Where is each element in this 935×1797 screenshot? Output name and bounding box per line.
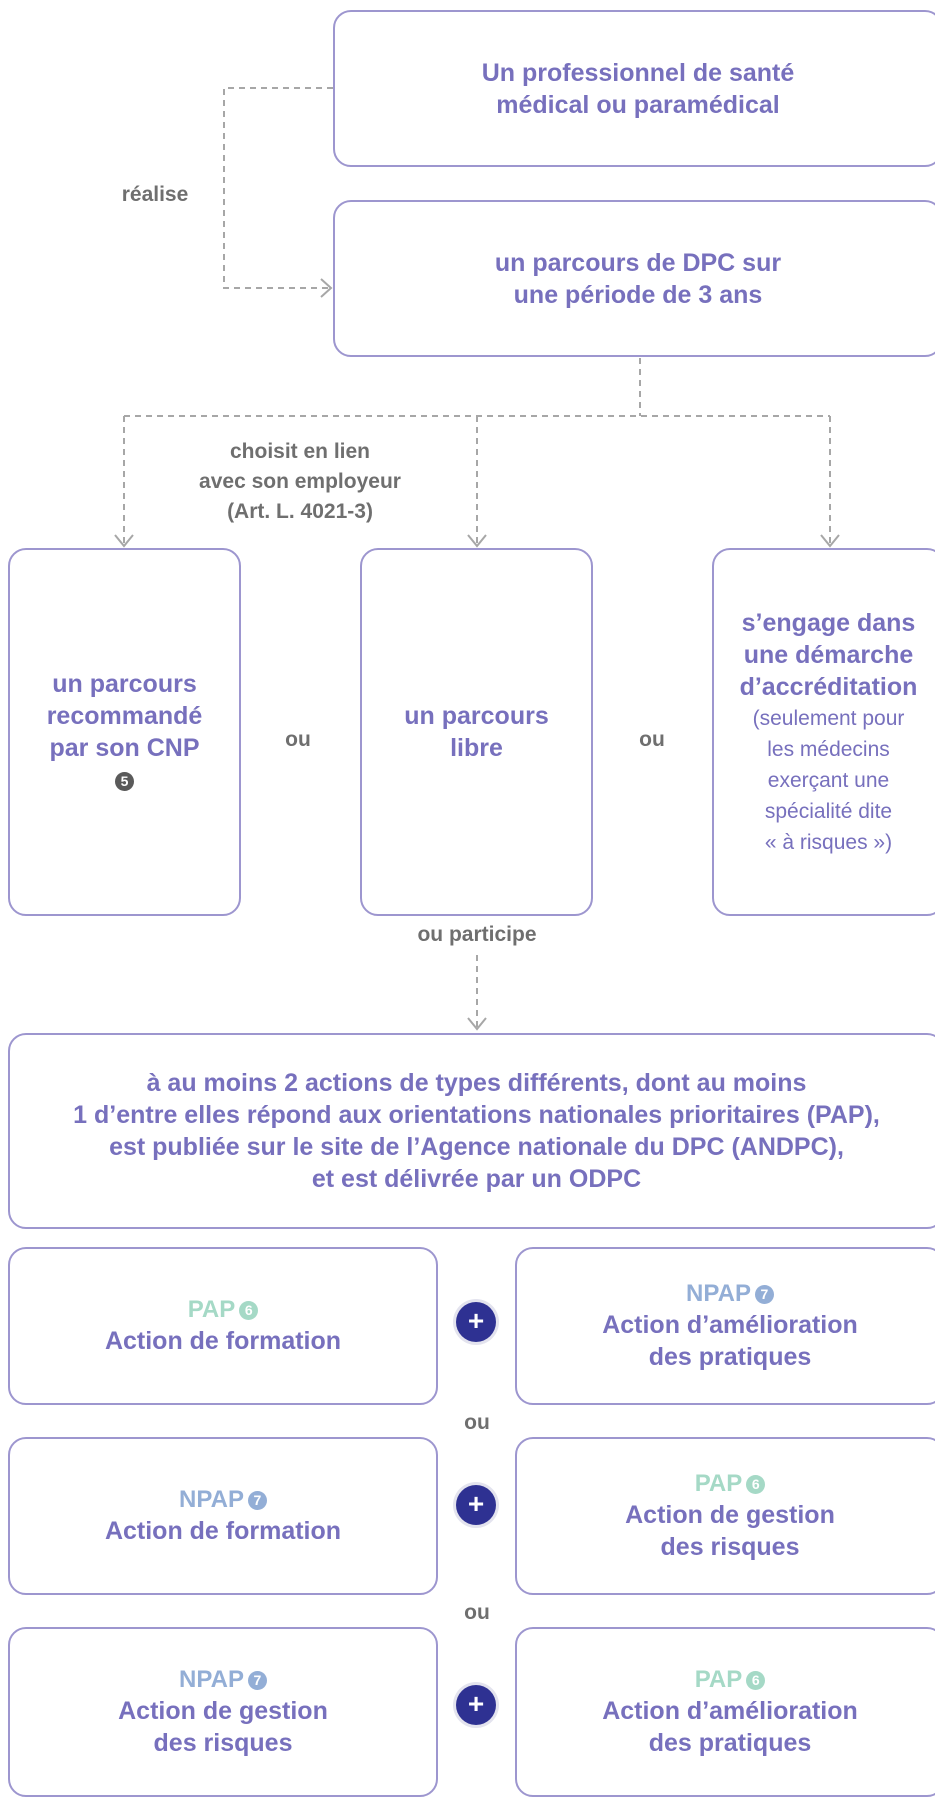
combo-2-left-line-1: Action de formation [104,1517,342,1545]
parcours-recommande-box: un parcours recommandé par son CNP 5 [8,548,241,916]
combo-3-left-line-1: Action de gestion [118,1697,328,1725]
plus-icon: + [456,1302,496,1342]
combo-2-right-line-1: Action de gestion [625,1501,835,1529]
footnote-5-badge: 5 [115,771,134,791]
accreditation-note: (seulement pour les médecins exerçant un… [753,703,905,858]
choisit-label: choisit en lien avec son employeur (Art.… [180,437,420,527]
parcours-dpc-line-2: une période de 3 ans [513,280,763,309]
footnote-7-badge: 7 [247,1671,267,1690]
recommande-line-3: par son CNP [49,734,200,762]
libre-line-1: un parcours [404,702,549,730]
recommande-line-1: un parcours [52,670,197,698]
footnote-7-badge: 7 [754,1285,774,1304]
combo-1-right-line-1: Action d’amélioration [602,1311,858,1339]
actions-requirement-box: à au moins 2 actions de types différents… [8,1033,935,1229]
actions-line-3: est publiée sur le site de l’Agence nati… [109,1133,844,1161]
note-line-3: exerçant une [767,768,890,792]
note-line-2: les médecins [767,737,890,761]
combo-1-right-line-2: des pratiques [648,1343,812,1371]
recommande-line-2: recommandé [46,702,203,730]
realise-label: réalise [121,183,189,206]
footnote-6-badge: 6 [746,1475,766,1494]
professional-line-1: Un professionnel de santé [481,58,795,87]
combo-3-left-line-2: des risques [153,1729,293,1757]
choisit-line-3: (Art. L. 4021-3) [227,500,373,523]
actions-line-1: à au moins 2 actions de types différents… [146,1069,807,1097]
parcours-libre-box: un parcours libre [360,548,593,916]
parcours-dpc-line-1: un parcours de DPC sur [494,248,782,277]
actions-line-4: et est délivrée par un ODPC [311,1165,642,1193]
combo-1-left-line-1: Action de formation [104,1327,342,1355]
combo-3-right-line-1: Action d’amélioration [602,1697,858,1725]
choisit-line-1: choisit en lien [229,440,371,463]
professional-box: Un professionnel de santé médical ou par… [333,10,935,167]
note-line-5: « à risques ») [764,830,893,854]
choisit-line-2: avec son employeur [199,470,401,493]
accreditation-line-2: une démarche [743,640,914,669]
plus-icon: + [456,1485,496,1525]
parcours-dpc-box: un parcours de DPC sur une période de 3 … [333,200,935,357]
combo-3-right-line-2: des pratiques [648,1729,812,1757]
accreditation-line-3: d’accréditation [739,672,918,701]
footnote-6-badge: 6 [239,1301,259,1320]
or-between-1: ou [464,1411,490,1434]
combo-2-right-line-2: des risques [660,1533,800,1561]
note-line-1: (seulement pour [752,706,905,730]
or-between-2: ou [464,1601,490,1624]
libre-line-2: libre [450,734,503,762]
accreditation-box: s’engage dans une démarche d’accréditati… [712,548,935,916]
accreditation-line-1: s’engage dans [741,608,916,637]
footnote-6-badge: 6 [746,1671,766,1690]
plus-icon: + [456,1685,496,1725]
note-line-4: spécialité dite [764,799,893,823]
professional-line-2: médical ou paramédical [496,90,780,119]
actions-line-2: 1 d’entre elles répond aux orientations … [73,1101,880,1129]
ou-participe-label: ou participe [417,923,537,946]
or-label-2: ou [639,728,665,751]
footnote-7-badge: 7 [247,1491,267,1510]
or-label-1: ou [285,728,311,751]
